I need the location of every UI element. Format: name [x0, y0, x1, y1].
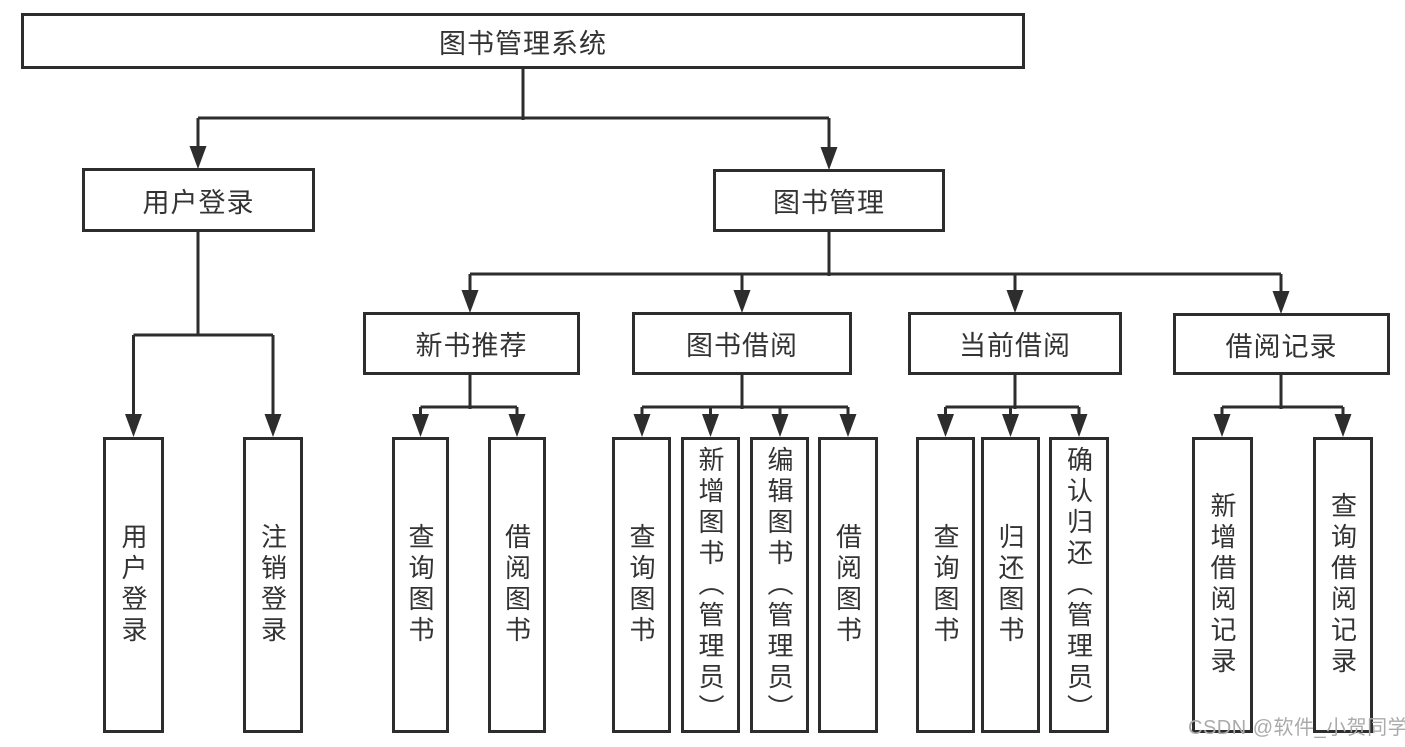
arrowhead-icon [461, 290, 479, 313]
arrowhead-icon [412, 414, 429, 437]
arrowhead-icon [733, 290, 751, 313]
leaf-query-books-current: 查询图书 [916, 437, 975, 733]
arrowhead-icon [937, 414, 954, 437]
arrowhead-icon [702, 414, 719, 437]
node-root: 图书管理系统 [21, 13, 1025, 69]
node-borrowing-records: 借阅记录 [1173, 313, 1390, 375]
leaf-borrow-books-recommend: 借阅图书 [488, 437, 546, 733]
node-label: 确认归还（管理员） [1063, 445, 1094, 725]
node-label: 借阅图书 [501, 523, 532, 647]
leaf-borrow-books: 借阅图书 [818, 437, 878, 733]
connector-path [132, 69, 1345, 431]
node-label: 用户登录 [142, 187, 255, 218]
node-label: 归还图书 [995, 523, 1025, 647]
node-label: 新增图书（管理员） [695, 445, 725, 725]
leaf-confirm-return-admin: 确认归还（管理员） [1049, 437, 1109, 733]
arrowhead-icon [508, 414, 526, 437]
node-label: 用户登录 [118, 523, 148, 647]
leaf-return-books: 归还图书 [981, 437, 1040, 733]
arrowheads [125, 146, 1352, 437]
node-new-book-recommend: 新书推荐 [363, 312, 580, 375]
leaf-query-books-borrowing: 查询图书 [612, 437, 671, 733]
node-label: 当前借阅 [959, 331, 1071, 361]
leaf-user-login: 用户登录 [103, 437, 164, 733]
arrowhead-icon [1006, 290, 1024, 313]
leaf-query-books-recommend: 查询图书 [392, 437, 449, 733]
arrowhead-icon [189, 146, 207, 169]
node-label: 注销登录 [257, 523, 288, 647]
node-label: 查询图书 [626, 523, 656, 647]
csdn-watermark: CSDN @软件_小贺同学 [1188, 717, 1405, 739]
node-current-borrowing: 当前借阅 [908, 312, 1122, 375]
node-label: 查询图书 [405, 523, 435, 647]
node-user-login: 用户登录 [82, 168, 315, 232]
leaf-add-book-admin: 新增图书（管理员） [681, 437, 740, 733]
node-label: 新书推荐 [415, 331, 528, 361]
arrowhead-icon [633, 414, 651, 437]
node-label: 图书管理系统 [439, 28, 607, 59]
arrowhead-icon [839, 414, 857, 437]
node-label: 新增借阅记录 [1207, 492, 1237, 678]
leaf-query-borrow-record: 查询借阅记录 [1313, 437, 1373, 733]
arrowhead-icon [1272, 291, 1290, 314]
arrowhead-icon [1213, 414, 1231, 437]
arrowhead-icon [820, 147, 838, 170]
arrowhead-icon [125, 414, 142, 437]
node-label: 图书管理 [773, 188, 885, 218]
node-label: 查询借阅记录 [1327, 492, 1358, 678]
arrowhead-icon [1334, 414, 1352, 437]
arrowhead-icon [1002, 414, 1019, 437]
arrowhead-icon [1070, 414, 1088, 437]
node-label: 借阅图书 [832, 523, 863, 647]
arrowhead-icon [771, 414, 789, 437]
arrowhead-icon [264, 414, 282, 437]
node-label: 查询图书 [930, 523, 960, 647]
leaf-add-borrow-record: 新增借阅记录 [1192, 437, 1253, 733]
node-label: 图书借阅 [686, 331, 798, 361]
node-book-borrowing: 图书借阅 [632, 312, 852, 375]
node-label: 借阅记录 [1225, 331, 1338, 362]
node-label: 编辑图书（管理员） [764, 445, 794, 725]
leaf-logout: 注销登录 [243, 437, 303, 733]
leaf-edit-book-admin: 编辑图书（管理员） [750, 437, 809, 733]
node-book-management: 图书管理 [713, 169, 945, 232]
